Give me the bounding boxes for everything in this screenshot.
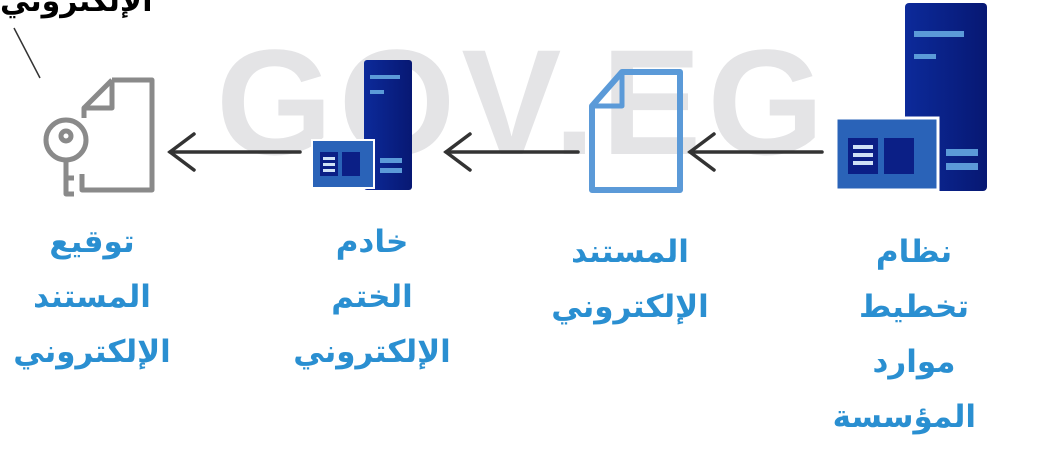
arrow-1 bbox=[687, 132, 824, 172]
signed-document-key-icon bbox=[43, 77, 155, 197]
step-label-document: المستند الإلكتروني bbox=[551, 234, 709, 325]
step-label-erp: نظام تخطيط موارد المؤسسة bbox=[832, 234, 976, 435]
erp-server-icon bbox=[834, 3, 987, 192]
stamp-server-icon bbox=[311, 60, 412, 190]
electronic-document-icon bbox=[589, 69, 683, 193]
callout-line bbox=[13, 27, 41, 79]
step-label-stamp-server: خادم الختم الإلكتروني bbox=[293, 224, 451, 370]
arrow-2 bbox=[443, 132, 580, 172]
top-caption: الإلكتروني bbox=[0, 0, 153, 19]
arrow-3 bbox=[167, 132, 302, 172]
step-label-signature: توقيع المستند الإلكتروني bbox=[13, 224, 171, 370]
